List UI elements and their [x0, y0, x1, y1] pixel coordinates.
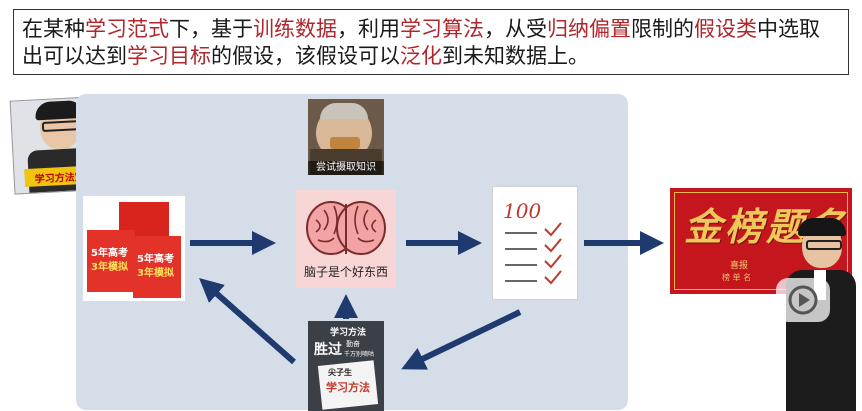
arrow-method-book-to-books	[208, 286, 294, 362]
arrow-checklist-to-method-book	[412, 312, 520, 364]
